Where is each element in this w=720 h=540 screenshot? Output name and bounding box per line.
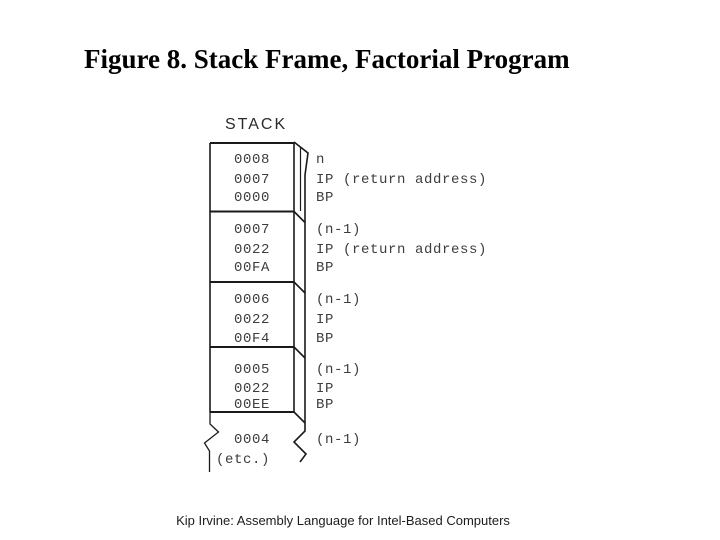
- bottom-label: (n-1): [316, 432, 361, 448]
- stack-diagram: STACK 0008 0007 0000 n IP (return addres…: [195, 105, 515, 475]
- stack-diagram-svg: STACK 0008 0007 0000 n IP (return addres…: [203, 116, 487, 472]
- bottom-etc: (etc.): [216, 452, 270, 468]
- frame-label: BP: [316, 190, 334, 206]
- frame-label: BP: [316, 397, 334, 413]
- stack-heading: STACK: [225, 116, 287, 133]
- frame-value: 0006: [234, 292, 270, 308]
- stack-left-torn-edge: [203, 412, 220, 472]
- stack-frame-divider-lines: [210, 142, 294, 413]
- frame-label: IP: [316, 312, 334, 328]
- bottom-value: 0004: [234, 432, 270, 448]
- frame-label: IP (return address): [316, 242, 487, 258]
- stack-side-strip-edge: [292, 141, 309, 463]
- frame-value: 0022: [234, 381, 270, 397]
- frame-value: 00FA: [234, 260, 270, 276]
- frame-label: IP: [316, 381, 334, 397]
- frame-value: 0007: [234, 172, 270, 188]
- slide-title: Figure 8. Stack Frame, Factorial Program: [84, 44, 570, 74]
- frame-value: 0007: [234, 222, 270, 238]
- frame-value: 0005: [234, 362, 270, 378]
- frame-label: n: [316, 152, 325, 168]
- frame-value: 00EE: [234, 397, 270, 413]
- frame-label: (n-1): [316, 362, 361, 378]
- frame-value: 00F4: [234, 331, 270, 347]
- frame-label: (n-1): [316, 222, 361, 238]
- frame-label: IP (return address): [316, 172, 487, 188]
- frame-label: (n-1): [316, 292, 361, 308]
- frame-value: 0022: [234, 312, 270, 328]
- slide-footer: Kip Irvine: Assembly Language for Intel-…: [176, 513, 510, 528]
- frame-label: BP: [316, 331, 334, 347]
- frame-value: 0000: [234, 190, 270, 206]
- frame-value: 0022: [234, 242, 270, 258]
- frame-label: BP: [316, 260, 334, 276]
- stack-side-strip-notches: [293, 210, 306, 424]
- frame-value: 0008: [234, 152, 270, 168]
- stack-box-walls: [209, 143, 295, 412]
